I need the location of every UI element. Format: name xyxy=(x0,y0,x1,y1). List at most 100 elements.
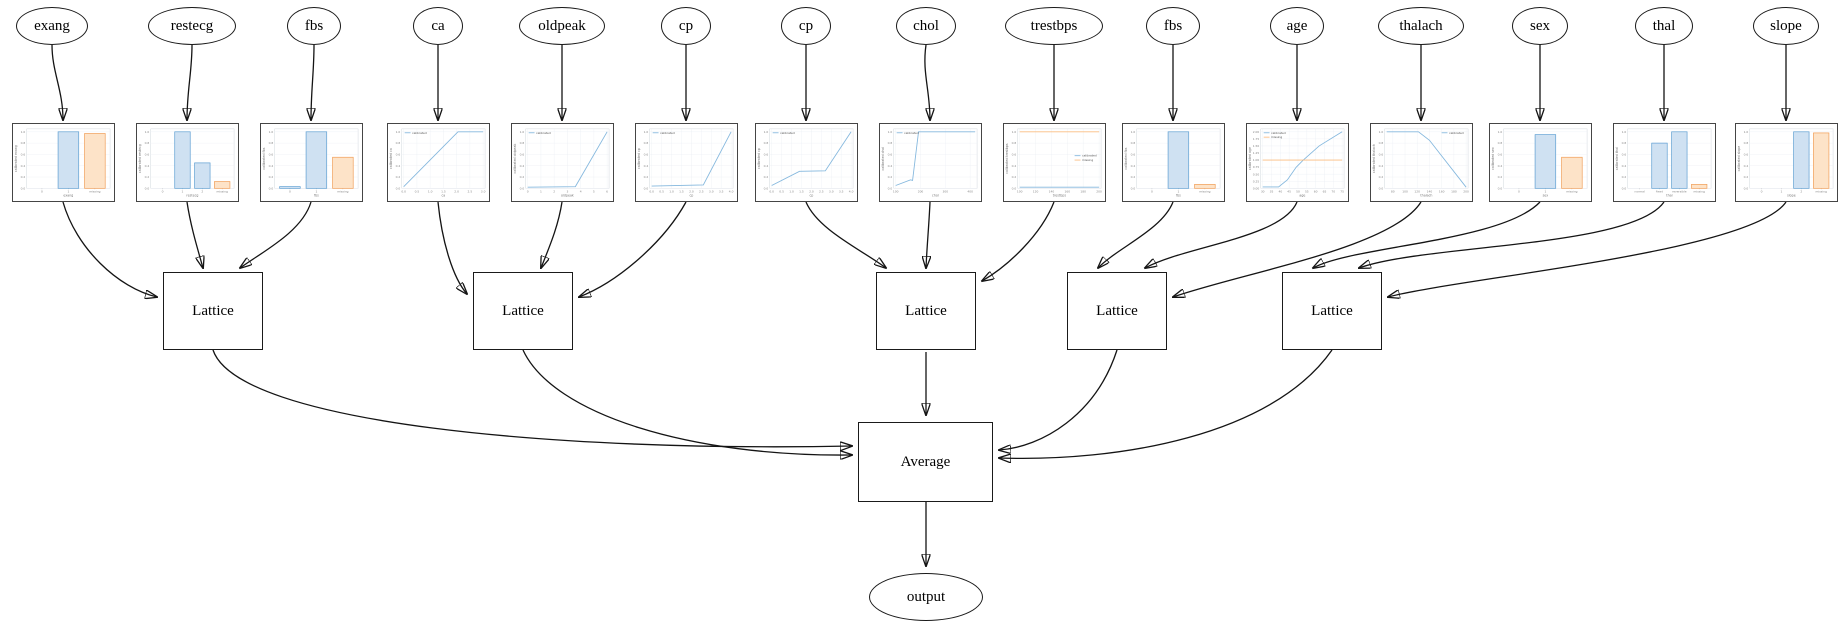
svg-text:0.6: 0.6 xyxy=(1131,152,1136,156)
svg-text:300: 300 xyxy=(943,190,949,194)
svg-text:0.6: 0.6 xyxy=(520,152,525,156)
edge xyxy=(924,44,930,120)
svg-text:3.0: 3.0 xyxy=(709,190,714,194)
feature-node-cp: cp xyxy=(661,7,711,45)
svg-text:0.0: 0.0 xyxy=(1622,186,1627,190)
svg-text:calibrated: calibrated xyxy=(660,131,675,135)
svg-text:0.2: 0.2 xyxy=(269,175,274,179)
svg-text:200: 200 xyxy=(1463,190,1469,194)
svg-text:thalach: thalach xyxy=(1420,194,1432,198)
svg-text:1: 1 xyxy=(1781,190,1783,194)
svg-text:0.6: 0.6 xyxy=(1012,152,1017,156)
svg-text:1.0: 1.0 xyxy=(396,130,401,134)
edge xyxy=(1388,201,1787,297)
svg-text:0.5: 0.5 xyxy=(415,190,420,194)
svg-text:calibrated thalach: calibrated thalach xyxy=(1372,144,1376,173)
svg-text:400: 400 xyxy=(967,190,973,194)
svg-text:2: 2 xyxy=(553,190,555,194)
svg-text:slope: slope xyxy=(1787,194,1796,198)
svg-text:0.4: 0.4 xyxy=(764,164,769,168)
feature-node-thal: thal xyxy=(1635,7,1693,45)
svg-text:1.0: 1.0 xyxy=(789,190,794,194)
feature-node-ca: ca xyxy=(413,7,463,45)
edge xyxy=(240,201,312,268)
svg-text:0.0: 0.0 xyxy=(1379,186,1384,190)
edge xyxy=(212,349,852,447)
svg-text:0.0: 0.0 xyxy=(1131,186,1136,190)
svg-text:0.50: 0.50 xyxy=(1253,172,1260,176)
svg-text:2.5: 2.5 xyxy=(819,190,824,194)
node-label: sex xyxy=(1530,17,1550,34)
svg-text:60: 60 xyxy=(1314,190,1318,194)
svg-text:1.75: 1.75 xyxy=(1253,137,1260,141)
svg-text:200: 200 xyxy=(918,190,924,194)
svg-text:age: age xyxy=(1299,194,1305,198)
svg-text:0.2: 0.2 xyxy=(764,175,769,179)
lattice-node-5: Lattice xyxy=(1282,272,1382,350)
svg-text:180: 180 xyxy=(1080,190,1086,194)
svg-text:5: 5 xyxy=(593,190,595,194)
svg-text:reversible: reversible xyxy=(1672,190,1687,194)
svg-text:thal: thal xyxy=(1666,194,1672,198)
svg-text:oldpeak: oldpeak xyxy=(561,194,574,198)
svg-text:calibrated: calibrated xyxy=(780,131,795,135)
svg-text:0.2: 0.2 xyxy=(1622,175,1627,179)
svg-text:75: 75 xyxy=(1340,190,1344,194)
svg-text:2.0: 2.0 xyxy=(809,190,814,194)
svg-text:calibrated fbs: calibrated fbs xyxy=(1124,147,1128,169)
svg-text:0.6: 0.6 xyxy=(1622,152,1627,156)
svg-text:missing: missing xyxy=(1566,190,1577,194)
svg-text:calibrated: calibrated xyxy=(904,131,919,135)
lattice-node-3: Lattice xyxy=(876,272,976,350)
node-label: chol xyxy=(913,17,939,34)
svg-text:50: 50 xyxy=(1296,190,1300,194)
svg-text:1.5: 1.5 xyxy=(679,190,684,194)
edge xyxy=(541,201,563,268)
svg-text:1.0: 1.0 xyxy=(428,190,433,194)
svg-text:0.2: 0.2 xyxy=(644,175,649,179)
svg-text:calibrated age: calibrated age xyxy=(1248,147,1252,170)
svg-text:3: 3 xyxy=(566,190,568,194)
feature-node-sex: sex xyxy=(1512,7,1568,45)
edge xyxy=(311,44,314,120)
node-label: oldpeak xyxy=(538,17,586,34)
svg-text:calibrated trestbps: calibrated trestbps xyxy=(1005,143,1009,174)
svg-text:1.0: 1.0 xyxy=(1498,130,1503,134)
svg-text:0.4: 0.4 xyxy=(1498,164,1503,168)
svg-text:0.8: 0.8 xyxy=(1131,141,1136,145)
edge xyxy=(1145,201,1298,268)
svg-text:0.2: 0.2 xyxy=(1498,175,1503,179)
lattice-node-2: Lattice xyxy=(473,272,573,350)
svg-text:0.8: 0.8 xyxy=(888,141,893,145)
svg-text:0.8: 0.8 xyxy=(1498,141,1503,145)
svg-text:160: 160 xyxy=(1065,190,1071,194)
edge xyxy=(926,201,930,268)
svg-text:0.0: 0.0 xyxy=(1744,186,1749,190)
svg-text:0.0: 0.0 xyxy=(1012,186,1017,190)
svg-text:restecg: restecg xyxy=(186,194,198,198)
svg-text:calibrated: calibrated xyxy=(1449,131,1464,135)
svg-text:100: 100 xyxy=(1402,190,1408,194)
svg-text:4: 4 xyxy=(580,190,582,194)
svg-text:0.4: 0.4 xyxy=(21,164,26,168)
svg-text:35: 35 xyxy=(1270,190,1274,194)
svg-text:missing: missing xyxy=(89,190,100,194)
svg-text:0.4: 0.4 xyxy=(396,164,401,168)
edge xyxy=(999,349,1118,450)
svg-text:0.8: 0.8 xyxy=(269,141,274,145)
svg-text:1.0: 1.0 xyxy=(764,130,769,134)
svg-text:0.8: 0.8 xyxy=(520,141,525,145)
svg-text:0.0: 0.0 xyxy=(520,186,525,190)
edge xyxy=(982,201,1055,281)
svg-text:calibrated slope: calibrated slope xyxy=(1737,146,1741,172)
svg-text:140: 140 xyxy=(1049,190,1055,194)
svg-text:1.00: 1.00 xyxy=(1253,158,1260,162)
svg-text:0.0: 0.0 xyxy=(401,190,406,194)
svg-text:0.6: 0.6 xyxy=(644,152,649,156)
node-label: ca xyxy=(431,17,445,34)
svg-text:fbs: fbs xyxy=(1176,194,1181,198)
svg-text:calibrated cp: calibrated cp xyxy=(637,148,641,169)
